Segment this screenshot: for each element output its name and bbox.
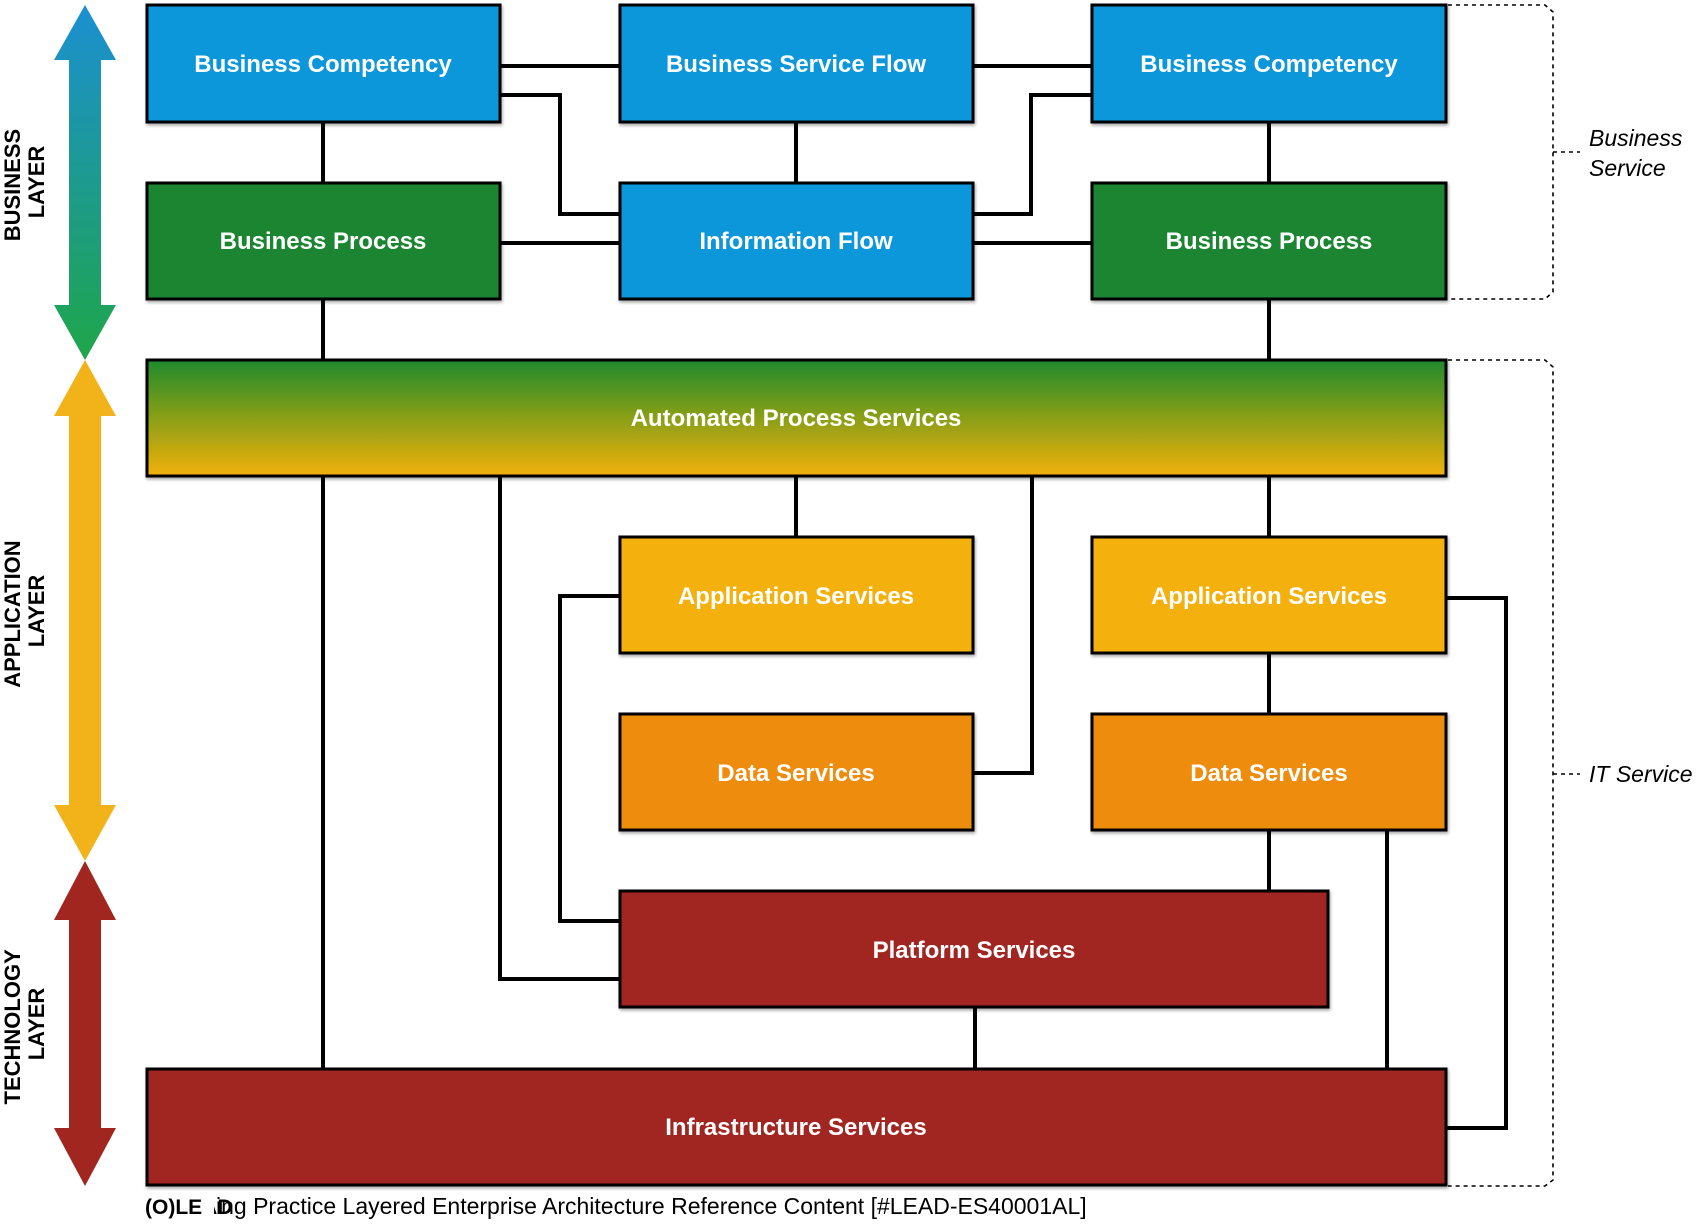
business-process-box-right[interactable]: Business Process xyxy=(1090,181,1448,301)
box-shape xyxy=(618,181,975,301)
box-shape xyxy=(1090,535,1448,655)
leading-practice-logo: (O)LEAD xyxy=(145,1196,233,1219)
platform-services-box[interactable]: Platform Services xyxy=(618,889,1330,1009)
business-service-flow-box[interactable]: Business Service Flow xyxy=(618,3,975,124)
box-label: Platform Services xyxy=(873,937,1076,964)
box-shape xyxy=(618,712,975,832)
connector-lines xyxy=(321,64,1508,1130)
infrastructure-services-box[interactable]: Infrastructure Services xyxy=(145,1067,1448,1187)
it-service-bracket-label: IT Service xyxy=(1589,761,1693,787)
layer-label-line: LAYER xyxy=(24,575,49,648)
logo-mask xyxy=(202,1196,214,1218)
bracket-label-line: Business xyxy=(1589,125,1683,151)
application-layer-arrow xyxy=(54,360,116,861)
technology-layer-arrow xyxy=(54,861,116,1186)
business-service-bracket xyxy=(1448,4,1580,300)
box-shape xyxy=(1090,181,1448,301)
layer-label-line: APPLICATION xyxy=(0,540,25,687)
box-shape xyxy=(145,358,1448,478)
footer-caption: ing Practice Layered Enterprise Architec… xyxy=(216,1193,1087,1219)
box-shape xyxy=(618,535,975,655)
business-process-box-left[interactable]: Business Process xyxy=(145,181,502,301)
bracket-label-line: Service xyxy=(1589,155,1666,181)
box-label: Data Services xyxy=(717,760,874,787)
layer-label-line: LAYER xyxy=(24,988,49,1061)
data-services-box-left[interactable]: Data Services xyxy=(618,712,975,832)
box-shape xyxy=(618,3,975,124)
layer-label-line: BUSINESS xyxy=(0,129,25,241)
business-layer-label: BUSINESS LAYER xyxy=(0,123,49,242)
technology-layer-label: TECHNOLOGY LAYER xyxy=(0,944,49,1105)
layer-label-line: LAYER xyxy=(24,146,49,219)
box-shape xyxy=(145,1067,1448,1187)
layer-label-line: TECHNOLOGY xyxy=(0,949,25,1105)
business-service-bracket-label: Business Service xyxy=(1589,125,1689,181)
box-shape xyxy=(145,181,502,301)
box-label: Business Competency xyxy=(1140,51,1398,78)
box-label: Automated Process Services xyxy=(631,405,962,432)
business-competency-box-right[interactable]: Business Competency xyxy=(1090,3,1448,124)
box-label: Application Services xyxy=(1151,583,1387,610)
box-label: Business Process xyxy=(1166,228,1373,255)
box-shape xyxy=(145,3,502,124)
box-label: Business Service Flow xyxy=(666,51,926,78)
box-label: Application Services xyxy=(678,583,914,610)
box-label: Infrastructure Services xyxy=(665,1114,926,1141)
box-label: Business Competency xyxy=(194,51,452,78)
business-competency-box-left[interactable]: Business Competency xyxy=(145,3,502,124)
business-layer-arrow xyxy=(54,5,116,360)
application-layer-label: APPLICATION LAYER xyxy=(0,534,49,688)
box-label: Data Services xyxy=(1190,760,1347,787)
box-shape xyxy=(618,889,1330,1009)
data-services-box-right[interactable]: Data Services xyxy=(1090,712,1448,832)
box-label: Business Process xyxy=(220,228,427,255)
it-service-bracket xyxy=(1448,359,1580,1187)
box-shape xyxy=(1090,3,1448,124)
box-shape xyxy=(1090,712,1448,832)
automated-process-services-box[interactable]: Automated Process Services xyxy=(145,358,1448,478)
information-flow-box[interactable]: Information Flow xyxy=(618,181,975,301)
application-services-box-left[interactable]: Application Services xyxy=(618,535,975,655)
box-label: Information Flow xyxy=(699,228,893,255)
application-services-box-right[interactable]: Application Services xyxy=(1090,535,1448,655)
